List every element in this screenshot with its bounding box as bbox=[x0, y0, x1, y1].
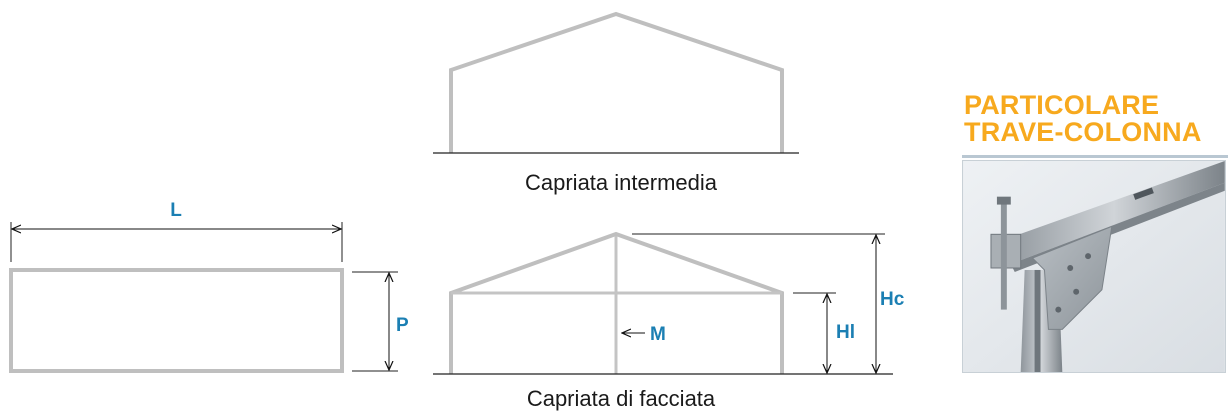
depth-label: P bbox=[396, 315, 409, 336]
intermediate-truss: Capriata intermedia bbox=[433, 11, 799, 195]
ridge-height-label: Hc bbox=[880, 289, 905, 310]
facade-truss: M Hc Hl Capriata di facciata bbox=[433, 231, 905, 411]
length-label: L bbox=[170, 200, 182, 221]
upright-label: M bbox=[650, 324, 666, 345]
intermediate-truss-frame bbox=[449, 11, 784, 153]
facade-truss-frame bbox=[449, 231, 784, 374]
plan-view: L P bbox=[9, 200, 409, 373]
detail-title-line1: PARTICOLARE bbox=[964, 90, 1160, 120]
beam-column-joint-illustration bbox=[963, 161, 1225, 372]
beam-column-detail-photo bbox=[962, 160, 1226, 373]
eave-height-label: Hl bbox=[836, 322, 855, 343]
detail-title-line2: TRAVE-COLONNA bbox=[964, 117, 1202, 147]
facade-truss-caption: Capriata di facciata bbox=[527, 386, 716, 411]
plan-rectangle bbox=[9, 268, 344, 373]
detail-divider bbox=[962, 155, 1228, 158]
intermediate-truss-caption: Capriata intermedia bbox=[525, 170, 718, 195]
detail-title: PARTICOLARE TRAVE-COLONNA bbox=[964, 92, 1202, 146]
